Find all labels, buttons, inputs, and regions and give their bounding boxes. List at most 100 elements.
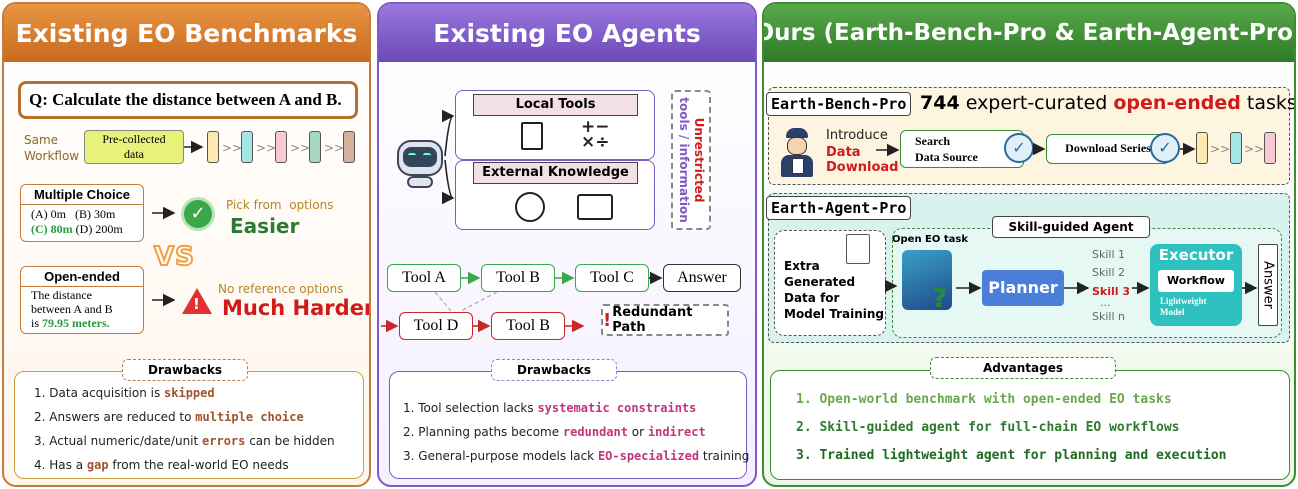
lightweight-model-text: Lightweight Model bbox=[1160, 296, 1207, 317]
robot-to-external-arrow bbox=[441, 159, 455, 205]
document-search-icon bbox=[521, 122, 543, 150]
unrestricted-box bbox=[671, 90, 711, 230]
search-check-icon: ✓ bbox=[1004, 133, 1034, 163]
panel2-drawbacks-label: Drawbacks bbox=[491, 359, 617, 381]
data-download-text: Data Download bbox=[826, 145, 899, 175]
panel1-arrows: >> >> >> >> bbox=[152, 140, 344, 307]
workflow-chip-4 bbox=[309, 131, 321, 163]
much-harder-text: Much Harder bbox=[222, 296, 371, 320]
bench-num: 744 bbox=[920, 92, 960, 114]
panel2-drawback-3: 3. General-purpose models lack EO-specia… bbox=[403, 449, 750, 463]
panel-ours-title: Ours (Earth-Bench-Pro & Earth-Agent-Pro) bbox=[764, 4, 1294, 62]
extra-data-text: Extra Generated Data for Model Training bbox=[784, 259, 884, 321]
bench-headline: 744 expert-curated open-ended tasks bbox=[920, 92, 1296, 114]
panel2-drawback-2: 2. Planning paths become redundant or in… bbox=[403, 425, 706, 439]
svg-text:>>: >> bbox=[256, 141, 276, 155]
local-tools-header: Local Tools bbox=[473, 94, 638, 116]
open-task-label: Open EO task bbox=[892, 234, 968, 245]
executor-title: Executor bbox=[1158, 246, 1234, 264]
advantages-label: Advantages bbox=[930, 357, 1116, 379]
workflow-chip-3 bbox=[275, 131, 287, 163]
mc-line-1: (A) 0m (B) 30m bbox=[31, 207, 116, 221]
advantages-container bbox=[770, 370, 1290, 480]
no-reference-options-text: No reference options bbox=[218, 282, 344, 296]
bench-open-ended: open-ended bbox=[1113, 92, 1241, 114]
answer-node: Answer bbox=[663, 264, 741, 292]
panel-benchmarks-title: Existing EO Benchmarks bbox=[4, 4, 369, 62]
robot-icon bbox=[393, 132, 449, 188]
open-ended-title: Open-ended bbox=[21, 267, 143, 287]
panel1-drawbacks-label: Drawbacks bbox=[122, 359, 248, 381]
warning-exclaim-icon: ! bbox=[193, 295, 200, 313]
panel-agents-title: Existing EO Agents bbox=[379, 4, 755, 62]
pick-from-options-text: Pick from options bbox=[226, 198, 334, 212]
panel2-drawback-1: 1. Tool selection lacks systematic const… bbox=[403, 401, 697, 415]
tool-b-node: Tool B bbox=[481, 264, 555, 292]
tool-d-node: Tool D bbox=[399, 312, 473, 340]
bench-chip-1 bbox=[1196, 132, 1208, 164]
open-task-image bbox=[902, 250, 952, 310]
panel1-drawbacks-container bbox=[14, 371, 364, 479]
vs-label: VS bbox=[153, 241, 195, 273]
redundant-mark: ! bbox=[603, 309, 612, 331]
skill-ellipsis: ... bbox=[1100, 296, 1111, 309]
question-mark-icon: ? bbox=[932, 284, 948, 314]
question-text: Q: Calculate the distance between A and … bbox=[29, 90, 342, 109]
redundant-path-text: Redundant Path bbox=[612, 305, 693, 335]
mc-line-2: (C) 80m (D) 200m bbox=[21, 222, 143, 237]
panel1-drawback-2: 2. Answers are reduced to multiple choic… bbox=[34, 410, 304, 424]
planner-box: Planner bbox=[982, 270, 1064, 306]
panel1-drawback-3: 3. Actual numeric/date/unit errors can b… bbox=[34, 434, 335, 448]
multiple-choice-box: Multiple Choice (A) 0m (B) 30m (C) 80m (… bbox=[20, 184, 144, 242]
easier-text: Easier bbox=[230, 214, 300, 238]
document-icon bbox=[846, 234, 870, 264]
tool-a-node: Tool A bbox=[387, 264, 461, 292]
skill-3: Skill 3 bbox=[1092, 285, 1131, 298]
panel-ours: Ours (Earth-Bench-Pro & Earth-Agent-Pro)… bbox=[762, 2, 1296, 487]
redundant-path-box: !Redundant Path bbox=[601, 304, 729, 336]
skill-n: Skill n bbox=[1092, 310, 1125, 323]
mc-other-option: (D) 200m bbox=[72, 222, 123, 236]
tool-b2-node: Tool B bbox=[491, 312, 565, 340]
svg-text:>>: >> bbox=[1244, 142, 1264, 156]
panel1-drawback-4: 4. Has a gap from the real-world EO need… bbox=[34, 458, 289, 472]
open-ended-box: Open-ended The distance between A and B … bbox=[20, 266, 144, 334]
book-icon bbox=[577, 194, 613, 220]
workflow-chip-5 bbox=[343, 131, 355, 163]
svg-text:>>: >> bbox=[222, 141, 242, 155]
question-box: Q: Calculate the distance between A and … bbox=[18, 81, 358, 119]
svg-text:>>: >> bbox=[1210, 142, 1230, 156]
advantage-1: 1. Open-world benchmark with open-ended … bbox=[796, 392, 1172, 407]
bench-chip-2 bbox=[1230, 132, 1242, 164]
calculator-icon: +−×÷ bbox=[581, 117, 610, 152]
oe-text: The distance between A and B is bbox=[31, 288, 113, 330]
advantage-3: 3. Trained lightweight agent for plannin… bbox=[796, 448, 1227, 463]
skill-2: Skill 2 bbox=[1092, 266, 1126, 279]
external-knowledge-header: External Knowledge bbox=[473, 162, 638, 184]
panel3-arrows: >> >> bbox=[876, 142, 1264, 295]
same-workflow-label: Same Workflow bbox=[24, 133, 80, 163]
workflow-box: Workflow bbox=[1158, 270, 1234, 292]
precollected-data-box: Pre-collected data bbox=[84, 130, 184, 164]
tool-c-node: Tool C bbox=[575, 264, 649, 292]
svg-text:>>: >> bbox=[324, 141, 344, 155]
skill-1: Skill 1 bbox=[1092, 248, 1126, 261]
answer-vertical-box bbox=[1258, 244, 1278, 326]
advantage-2: 2. Skill-guided agent for full-chain EO … bbox=[796, 420, 1180, 435]
open-ended-answer-text: The distance between A and B is 79.95 me… bbox=[21, 288, 143, 330]
download-series-box: Download Series bbox=[1046, 134, 1170, 164]
warning-triangle-icon bbox=[182, 288, 212, 314]
agent-label: Earth-Agent-Pro bbox=[766, 196, 912, 220]
panel-benchmarks: Existing EO Benchmarks Q: Calculate the … bbox=[2, 2, 371, 487]
checkmark-badge-icon: ✓ bbox=[184, 200, 212, 228]
panel2-arrows bbox=[381, 109, 663, 333]
skill-agent-label: Skill-guided Agent bbox=[992, 216, 1150, 238]
workflow-chip-1 bbox=[207, 131, 219, 163]
workflow-chip-2 bbox=[241, 131, 253, 163]
bench-chip-3 bbox=[1264, 132, 1276, 164]
globe-icon bbox=[515, 192, 545, 222]
download-check-icon: ✓ bbox=[1150, 133, 1180, 163]
mc-correct-option: (C) 80m bbox=[31, 222, 73, 236]
introduce-text: Introduce bbox=[826, 128, 888, 143]
oe-answer: 79.95 meters. bbox=[42, 316, 110, 330]
